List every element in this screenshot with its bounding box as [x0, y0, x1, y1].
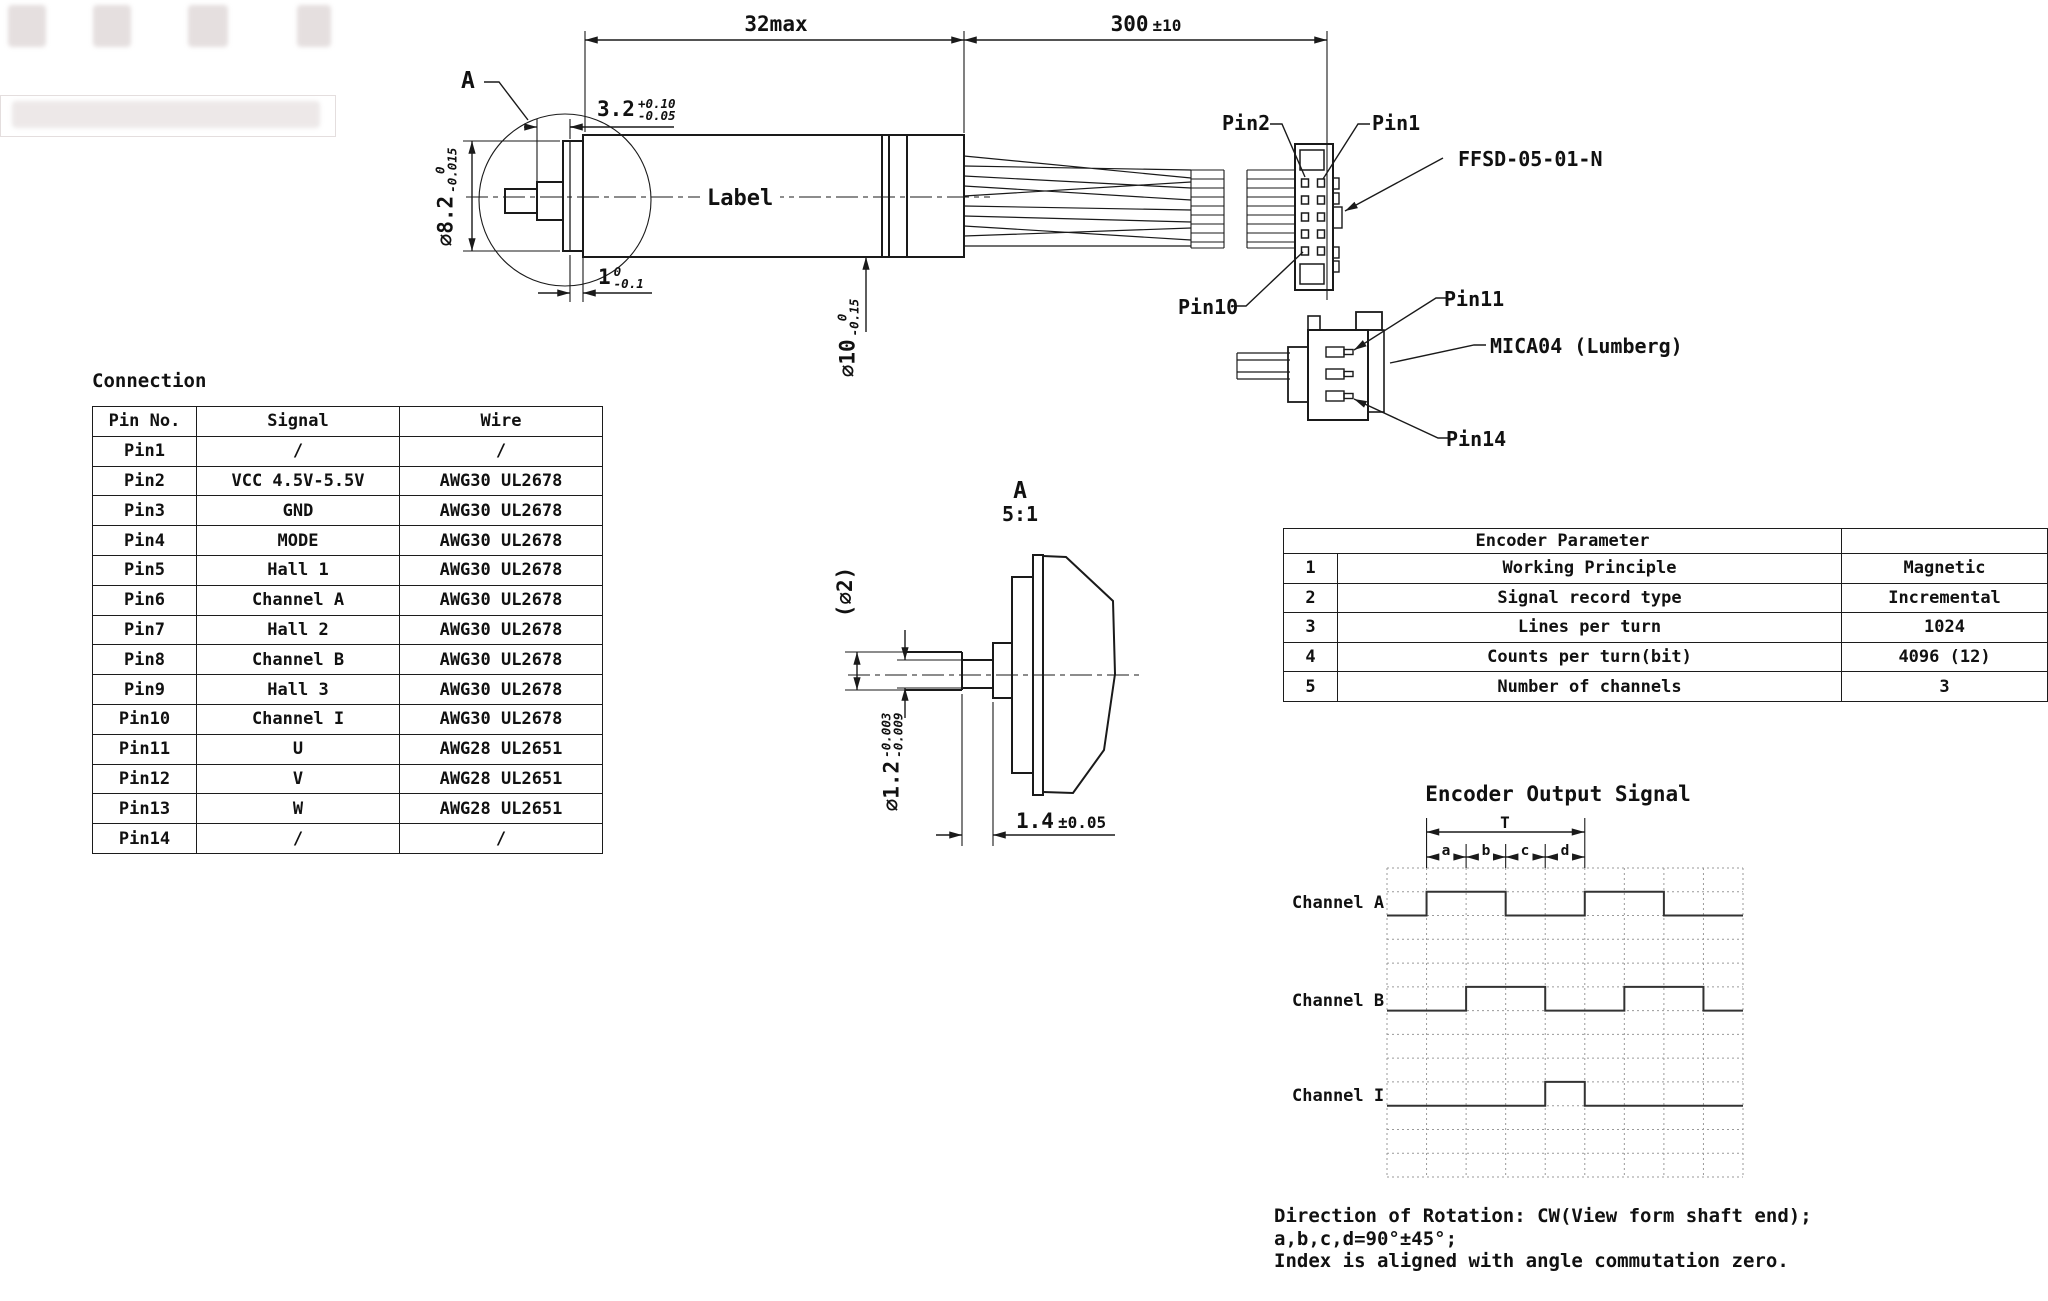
dim-cable-length: 300±10 [1110, 12, 1182, 36]
detail-view [845, 554, 1142, 846]
dim-shaft-ref-diameter: (∅2) [833, 566, 857, 618]
ffsd-connector [1294, 143, 1343, 291]
wire-stubs-left [1190, 169, 1225, 249]
segment-b-label: b [1481, 843, 1491, 859]
connection-title: Connection [92, 370, 207, 392]
pin1-label: Pin1 [1372, 111, 1421, 135]
dim-tip-length: 1.4±0.05 [1016, 809, 1107, 833]
segment-d-label: d [1560, 843, 1570, 859]
ffsd-pins [1300, 178, 1326, 256]
channel-i-label: Channel I [1292, 1086, 1385, 1106]
channel-b-label: Channel B [1292, 991, 1385, 1011]
waveform-traces [1387, 890, 1743, 1107]
note-line: Index is aligned with angle commutation … [1274, 1250, 1789, 1272]
pin-leaders [1232, 123, 1444, 307]
segment-a-label: a [1441, 843, 1451, 859]
ffsd-connector-label: FFSD-05-01-N [1458, 147, 1603, 171]
waveform-grid [1386, 867, 1744, 1178]
note-line: Direction of Rotation: CW(View form shaf… [1274, 1205, 1812, 1227]
note-line: a,b,c,d=90°±45°; [1274, 1227, 1458, 1250]
channel-a-label: Channel A [1292, 893, 1385, 913]
dim-length: 32max [744, 12, 808, 36]
mica-connector [1236, 311, 1385, 421]
pin11-label: Pin11 [1444, 287, 1505, 311]
detail-callout-leader [484, 81, 529, 121]
wire-stubs-right [1246, 169, 1295, 249]
connection-header-row: Pin No. Signal Wire [92, 406, 603, 437]
encoder-parameter-title-row: Encoder Parameter [1283, 528, 2048, 554]
mica-contacts [1325, 346, 1354, 402]
table-row: Pin14// [92, 823, 603, 854]
table-row: Pin1// [92, 435, 603, 467]
detail-callout-label: A [461, 68, 475, 94]
extension-lines [463, 31, 1328, 302]
pin10-label: Pin10 [1178, 295, 1239, 319]
period-label: T [1500, 813, 1510, 832]
mica-leaders [1353, 297, 1486, 439]
output-signal-title: Encoder Output Signal [1425, 782, 1691, 806]
watermark [0, 0, 345, 150]
wire-bundle [963, 155, 1192, 247]
detail-view-scale: 5:1 [1001, 502, 1039, 526]
pin14-label: Pin14 [1446, 427, 1507, 451]
dim-shaft-extension: 3.2+0.10-0.05 [597, 95, 676, 123]
mica-connector-label: MICA04 (Lumberg) [1490, 334, 1683, 358]
pin2-label: Pin2 [1222, 111, 1271, 135]
detail-circle [478, 113, 652, 287]
dim-tip-diameter: ∅1.2-0.003-0.009 [877, 712, 905, 812]
detail-view-label: A [1013, 478, 1027, 504]
channel-a-trace [1387, 890, 1743, 917]
channel-b-trace [1387, 985, 1743, 1012]
body-label: Label [700, 186, 781, 211]
segment-c-label: c [1520, 843, 1530, 859]
dimension-lines [468, 36, 1327, 332]
waveform-dims [1426, 818, 1586, 868]
rotation-notes: Direction of Rotation: CW(View form shaf… [1274, 1205, 1812, 1273]
channel-i-trace [1387, 1080, 1743, 1107]
encoder-parameter-title: Encoder Parameter [1283, 528, 1842, 554]
